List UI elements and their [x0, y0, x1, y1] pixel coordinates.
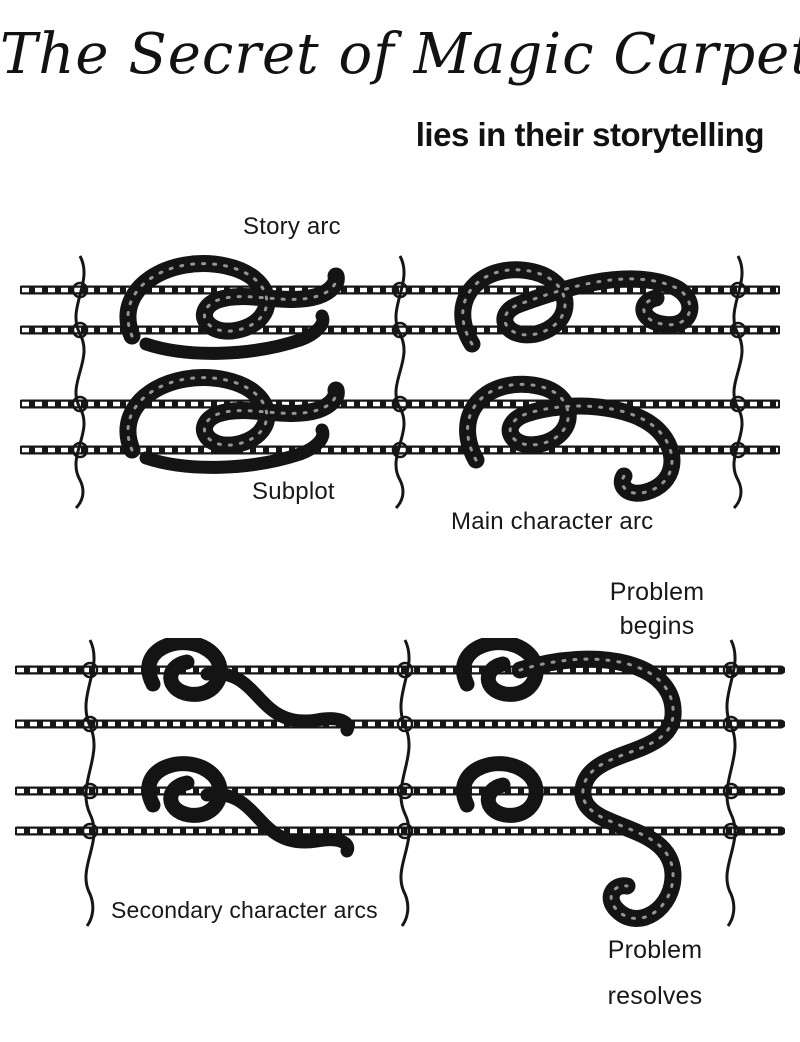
yarn-knot-right-lower [456, 756, 544, 823]
label-subplot: Subplot [252, 478, 335, 505]
yarn-texture [126, 376, 338, 452]
warp-wrap [722, 715, 740, 733]
warp-threads [81, 639, 740, 927]
label-main-character-arc: Main character arc [451, 508, 654, 535]
yarn-knot-subplot [119, 369, 345, 474]
warp-wrap [729, 281, 747, 299]
warp-wrap [391, 281, 409, 299]
yarn-texture [518, 657, 675, 920]
warp-wrap [71, 281, 89, 299]
warp-wrap [391, 441, 409, 459]
warp-line [74, 255, 86, 510]
yarn-knot-main-arc-top [454, 261, 699, 353]
warp-wrap [391, 321, 409, 339]
warp-wrap [722, 822, 740, 840]
carpet-weave-top-illustration [20, 255, 780, 510]
warp-line [394, 255, 406, 510]
warp-wrap [722, 661, 740, 679]
yarn-knot-secondary-1 [141, 638, 355, 737]
warp-thread [729, 255, 747, 510]
label-problem-begins: Problem begins [609, 578, 705, 640]
warp-wrap [81, 661, 99, 679]
yarn-knot-story-arc [119, 255, 345, 360]
warp-wrap [396, 822, 414, 840]
yarn-knot-problem-resolves [511, 650, 682, 927]
warp-wrap [81, 715, 99, 733]
yarn-knots [119, 255, 699, 502]
yarn-strand [139, 423, 330, 474]
warp-thread [71, 255, 89, 510]
label-secondary-character-arcs: Secondary character arcs [111, 897, 378, 923]
label-problem-resolves: Problem resolves [607, 936, 703, 1010]
yarn-strand [456, 756, 544, 823]
warp-wrap [81, 822, 99, 840]
warp-thread [391, 255, 409, 510]
yarn-strand [200, 666, 355, 737]
yarn-texture [461, 268, 692, 346]
warp-line [399, 639, 411, 927]
warp-wrap [81, 782, 99, 800]
warp-line [732, 255, 744, 510]
warp-wrap [396, 715, 414, 733]
warp-wrap [71, 321, 89, 339]
warp-wrap [71, 395, 89, 413]
yarn-strand [200, 787, 355, 858]
warp-threads [71, 255, 747, 510]
warp-thread [81, 639, 99, 927]
page-title: The Secret of Magic Carpets [0, 22, 800, 87]
yarn-knots [141, 638, 682, 927]
warp-wrap [722, 782, 740, 800]
warp-wrap [729, 321, 747, 339]
warp-wrap [729, 441, 747, 459]
yarn-strand [139, 309, 330, 360]
yarn-knot-secondary-2 [141, 756, 355, 858]
warp-thread [722, 639, 740, 927]
yarn-texture [126, 262, 338, 338]
warp-wrap [729, 395, 747, 413]
warp-wrap [391, 395, 409, 413]
warp-wrap [71, 441, 89, 459]
warp-thread [396, 639, 414, 927]
warp-line [84, 639, 96, 927]
warp-line [725, 639, 737, 927]
carpet-weave-bottom-illustration [15, 638, 785, 927]
yarn-strand [459, 375, 681, 502]
label-story-arc: Story arc [243, 213, 341, 240]
yarn-knot-main-arc-bottom [459, 375, 681, 502]
warp-wrap [396, 782, 414, 800]
page-subtitle: lies in their storytelling [415, 116, 765, 153]
warp-wrap [396, 661, 414, 679]
